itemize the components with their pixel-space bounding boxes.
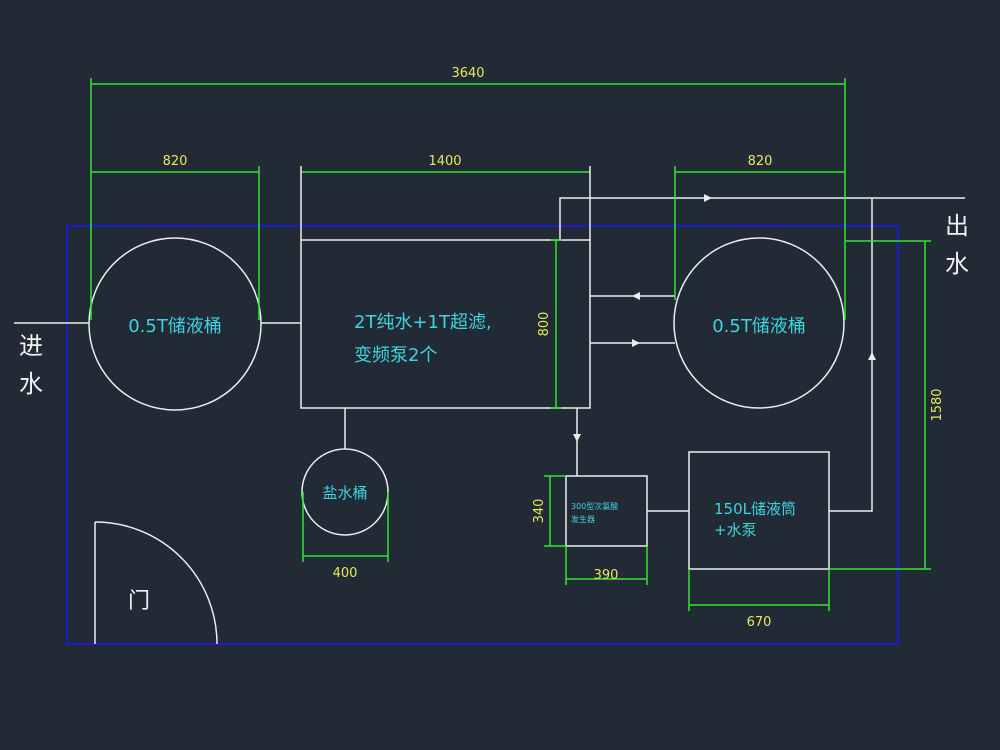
outlet-label-1: 出 [945,212,969,240]
arrow-right-icon [632,339,640,347]
dim-ozone-height: 340 [532,499,547,524]
filter-unit [300,239,591,409]
tank-left-label: 0.5T储液桶 [128,316,222,337]
filter-label-line2: 变频泵2个 [354,345,437,366]
ozone-label-line1: 300型次氯酸 [571,501,618,511]
ozone-label-line2: 发生器 [571,514,595,524]
door-label: 门 [128,589,150,614]
small-tank-label-line1: 150L储液筒 [714,500,796,518]
dimension-lines [90,78,931,611]
tank-left [88,237,262,411]
tank-right-label: 0.5T储液桶 [712,316,806,337]
flow-arrows [573,194,876,442]
inlet-label-1: 进 [19,332,43,360]
dim-overall-width: 3640 [451,66,484,81]
dim-small-tank-width: 670 [747,615,772,630]
dim-brine-tank-width: 400 [333,566,358,581]
ozone-generator [565,475,648,547]
tank-right [673,237,845,409]
room-boundary [66,225,899,645]
dimension-1400 [300,166,591,240]
piping [14,197,965,512]
arrow-up-icon [868,352,876,360]
dim-filter-height: 800 [537,312,552,337]
dim-ozone-width: 390 [594,568,619,583]
small-tank-label-line2: +水泵 [714,521,757,539]
arrow-left-icon [632,292,640,300]
dim-tank-right-width: 820 [748,154,773,169]
inlet-label-2: 水 [19,370,43,398]
dim-room-depth: 1580 [930,388,945,421]
filter-label-line1: 2T纯水+1T超滤, [354,312,492,333]
dim-tank-left-width: 820 [163,154,188,169]
door [94,521,218,645]
outlet-label-2: 水 [945,250,969,278]
arrow-down-icon [573,434,581,442]
dim-filter-width: 1400 [428,154,461,169]
brine-tank-label: 盐水桶 [322,484,367,502]
arrow-right-icon [704,194,712,202]
